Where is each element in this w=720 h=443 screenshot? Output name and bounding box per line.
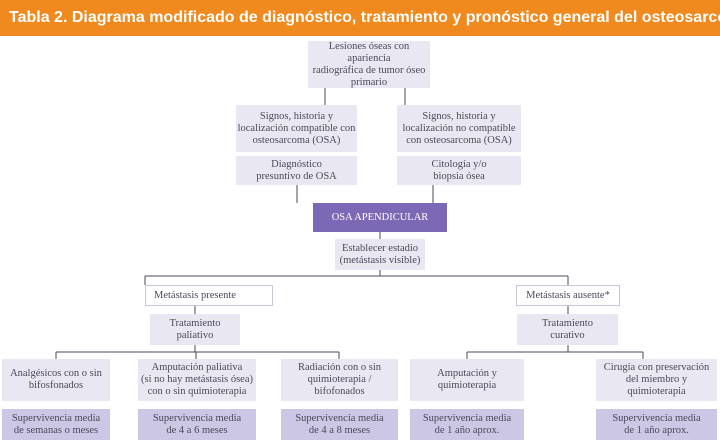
node-survival-limb-sparing: Supervivencia media de 1 año aprox.	[596, 409, 717, 440]
node-not-compatible-osa: Signos, historia y localización no compa…	[397, 105, 521, 152]
node-survival-amputation-chemo: Supervivencia media de 1 año aprox.	[410, 409, 524, 440]
node-palliative-amputation: Amputación paliativa (si no hay metástas…	[138, 359, 256, 401]
node-presumptive-diagnosis: Diagnóstico presuntivo de OSA	[236, 156, 357, 185]
node-curative-treatment: Tratamiento curativo	[517, 314, 618, 345]
node-metastasis-absent: Metástasis ausente*	[516, 285, 620, 306]
node-osa-apendicular: OSA APENDICULAR	[313, 203, 447, 232]
node-cytology-biopsy: Citología y/o biopsia ósea	[397, 156, 521, 185]
node-establish-stage: Establecer estadio (metástasis visible)	[335, 239, 425, 270]
node-radiation: Radiación con o sin quimioterapia / bifo…	[281, 359, 398, 401]
node-compatible-osa: Signos, historia y localización compatib…	[236, 105, 357, 152]
node-amputation-chemo: Amputación y quimioterapia	[410, 359, 524, 401]
node-bone-lesions: Lesiones óseas con apariencia radiográfi…	[308, 41, 430, 88]
node-survival-radiation: Supervivencia media de 4 a 8 meses	[281, 409, 398, 440]
node-analgesics: Analgésicos con o sin bifosfonados	[2, 359, 110, 401]
node-survival-palliative-amputation: Supervivencia media de 4 a 6 meses	[138, 409, 256, 440]
node-survival-analgesics: Supervivencia media de semanas o meses	[2, 409, 110, 440]
node-limb-sparing-surgery: Cirugía con preservación del miembro y q…	[596, 359, 717, 401]
node-metastasis-present: Metástasis presente	[145, 285, 273, 306]
node-palliative-treatment: Tratamiento paliativo	[150, 314, 240, 345]
table-title: Tabla 2. Diagrama modificado de diagnóst…	[0, 0, 720, 36]
